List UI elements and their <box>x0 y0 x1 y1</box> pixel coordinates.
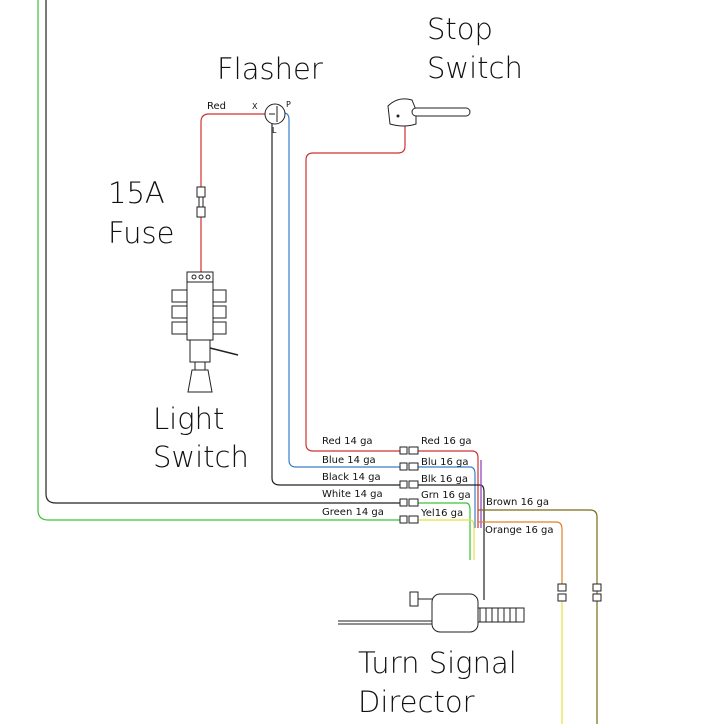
connector <box>557 593 567 602</box>
connector <box>408 462 419 471</box>
connector <box>399 498 408 507</box>
wire-label-brown: Brown 16 ga <box>486 497 549 508</box>
connector <box>408 515 419 524</box>
fuse-label-line1: 15A <box>108 176 165 210</box>
wire-label-red-feed: Red <box>207 101 226 112</box>
wire-label: Black 14 ga <box>322 472 381 483</box>
flasher-symbol: X P L <box>252 100 291 135</box>
wire-label: Red 14 ga <box>322 436 373 447</box>
connector <box>408 446 419 455</box>
wire-label: Green 14 ga <box>322 507 384 518</box>
yellow-wire-director <box>418 519 475 560</box>
orange-wire <box>478 521 563 585</box>
bullet-connectors <box>557 583 602 602</box>
turn-signal-director-symbol <box>338 591 525 633</box>
connector <box>592 583 602 592</box>
wire-label-orange: Orange 16 ga <box>485 525 554 536</box>
wire-label: Blue 14 ga <box>322 455 376 466</box>
white-wire-main <box>45 0 400 504</box>
flasher-label: Flasher <box>217 52 323 86</box>
green-wire-main <box>37 0 400 521</box>
flasher-pin-p: P <box>286 100 291 109</box>
stop-switch-label-line1: Stop <box>427 12 493 46</box>
green-wire-director <box>418 502 471 560</box>
connector-block <box>399 446 419 524</box>
director-label-line2: Director <box>358 685 475 719</box>
brown-wire <box>478 509 598 724</box>
wire-label: Yel16 ga <box>420 508 463 519</box>
flasher-pin-x: X <box>252 102 258 111</box>
wire-label: Blu 16 ga <box>421 457 469 468</box>
flasher-pin-l: L <box>272 126 277 135</box>
fuse-symbol <box>196 186 206 218</box>
wire-label: Red 16 ga <box>421 436 472 447</box>
connector <box>557 583 567 592</box>
wire-label: White 14 ga <box>322 489 383 500</box>
director-label-line1: Turn Signal <box>358 646 517 680</box>
stop-switch-label-line2: Switch <box>427 51 523 85</box>
black-wire-director <box>418 484 485 600</box>
connector <box>408 480 419 489</box>
wire-label: Grn 16 ga <box>421 490 471 501</box>
wire-label: Blk 16 ga <box>421 474 468 485</box>
red-wire-fuse-to-flasher <box>200 113 266 272</box>
black-wire-flasher <box>271 122 400 486</box>
light-switch-label-line1: Light <box>153 402 225 436</box>
red-wire-stop-switch <box>305 122 406 452</box>
blue-wire-director <box>418 466 476 528</box>
connector <box>399 515 408 524</box>
red-wire-director <box>418 450 479 528</box>
blue-wire-flasher <box>283 112 400 468</box>
connector <box>399 446 408 455</box>
connector <box>399 480 408 489</box>
stop-switch-symbol <box>387 98 471 127</box>
fuse-label-line2: Fuse <box>108 216 175 250</box>
connector <box>408 498 419 507</box>
connector <box>399 462 408 471</box>
light-switch-label-line2: Switch <box>153 440 249 474</box>
light-switch-symbol <box>171 271 239 393</box>
connector <box>592 593 602 602</box>
